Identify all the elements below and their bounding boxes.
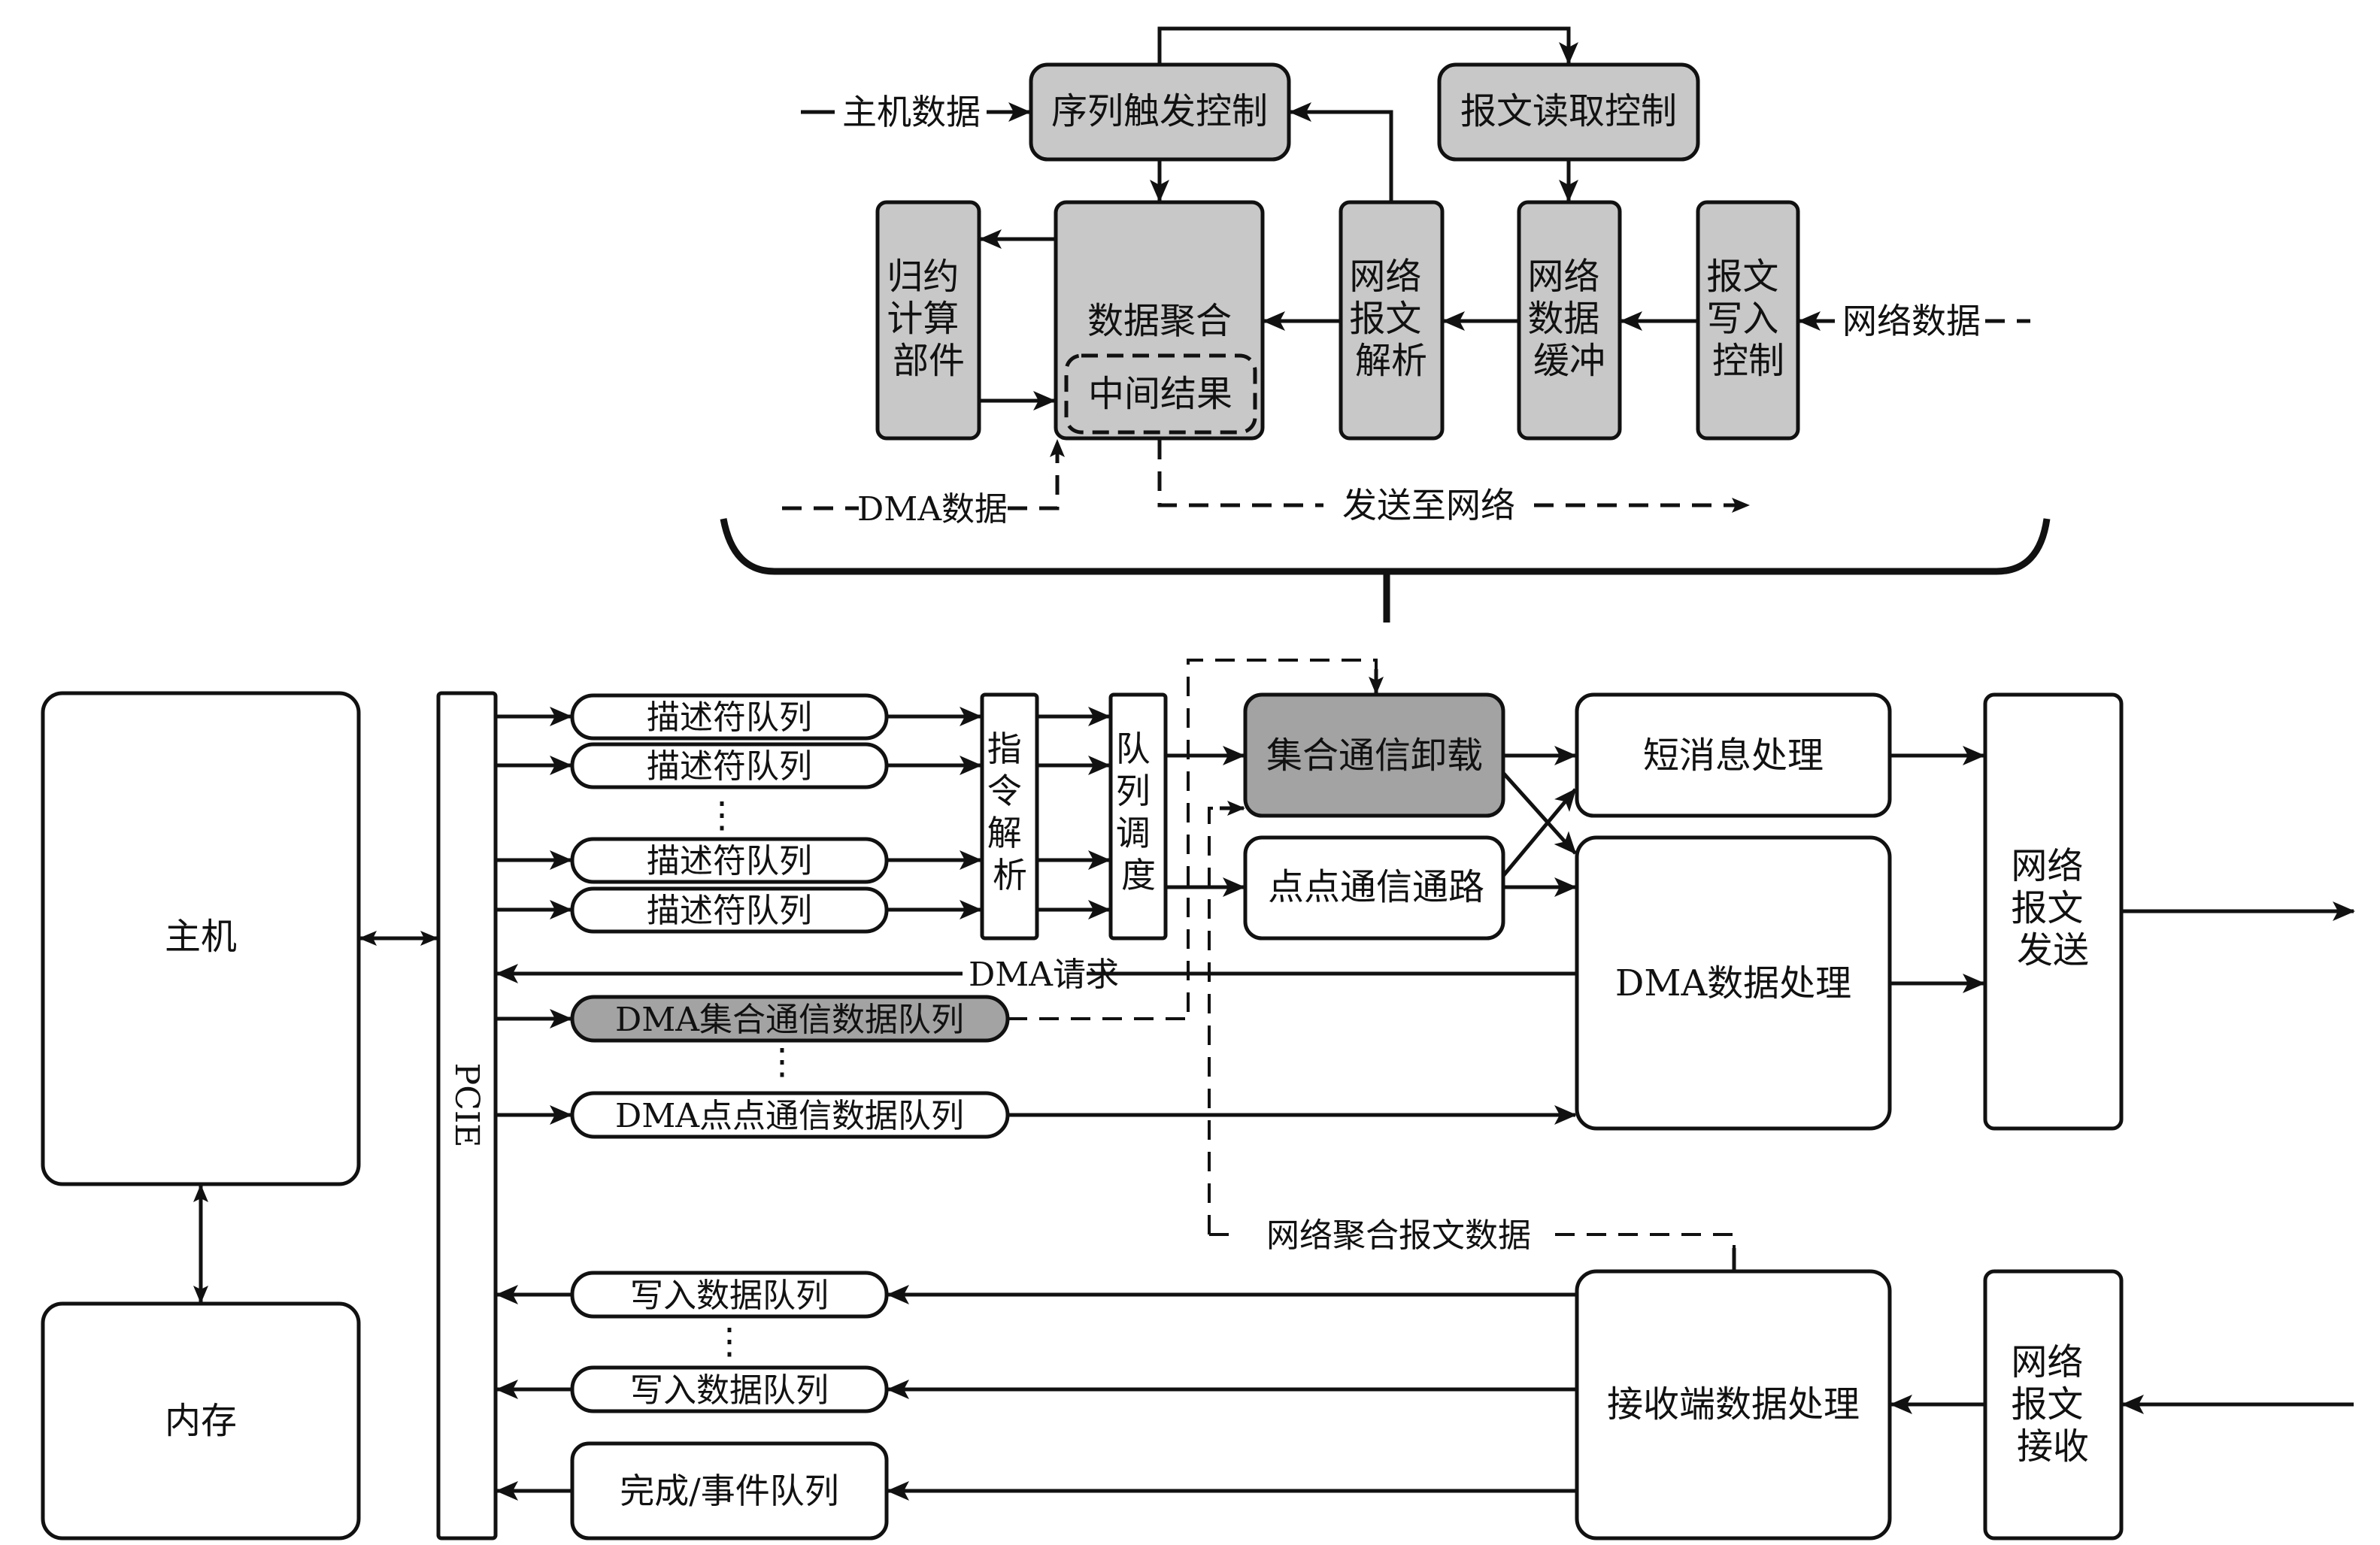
trigger-to-read-arrow — [1157, 26, 1578, 65]
reduce-unit-label: 归约 计算 部件 — [887, 256, 970, 382]
dma-data-label: DMA数据 — [857, 490, 1008, 529]
dma-data-arrow — [1008, 439, 1065, 510]
net-send-label: 网络 报文 发送 — [2011, 845, 2094, 971]
send-net-dash-left — [1157, 440, 1323, 507]
write-queue-ellipsis: ⋮ — [711, 1320, 747, 1362]
memory-label: 内存 — [165, 1400, 237, 1442]
seq-trigger-label: 序列触发控制 — [1051, 90, 1268, 132]
net-buffer-label: 网络 数据 缓冲 — [1527, 256, 1611, 382]
data-aggregate-label: 数据聚合 — [1087, 300, 1232, 342]
write-queue-2: 写入数据队列 — [496, 1365, 1577, 1413]
cmd-parse-box — [980, 692, 1039, 941]
descriptor-queue-2: 描述符队列 — [496, 742, 982, 789]
descriptor-queue-label: 描述符队列 — [647, 842, 812, 880]
write-queue-label: 写入数据队列 — [630, 1277, 829, 1315]
host-side: 主机 内存 PCIE — [41, 691, 498, 1540]
descriptor-queue-3: 描述符队列 — [496, 837, 982, 884]
completion-queue-label: 完成/事件队列 — [620, 1471, 839, 1511]
dma-request-label: DMA请求 — [969, 956, 1119, 994]
descriptor-queue-label: 描述符队列 — [647, 892, 812, 930]
msg-read-label: 报文读取控制 — [1460, 90, 1677, 132]
pcie-label: PCIE — [447, 1063, 486, 1148]
parse-to-trigger-arrow — [1289, 102, 1393, 202]
net-agg-label: 网络聚合报文数据 — [1266, 1216, 1531, 1255]
dma-collective-queue-label: DMA集合通信数据队列 — [615, 1001, 964, 1039]
host-label: 主机 — [165, 916, 237, 958]
write-queue-label: 写入数据队列 — [630, 1371, 829, 1410]
descriptor-queue-label: 描述符队列 — [647, 747, 812, 786]
descriptor-queue-1: 描述符队列 — [496, 693, 982, 741]
recv-proc-label: 接收端数据处理 — [1607, 1383, 1860, 1425]
host-data-label: 主机数据 — [842, 92, 981, 132]
send-to-net-label: 发送至网络 — [1342, 485, 1515, 526]
dma-proc-label: DMA数据处理 — [1615, 962, 1851, 1004]
top-module: 序列触发控制 报文读取控制 主机数据 归约 计算 部件 数据聚合 中间结果 — [782, 26, 2030, 529]
short-msg-label: 短消息处理 — [1643, 735, 1824, 777]
dma-queue-ellipsis: ⋮ — [764, 1041, 800, 1083]
agg-recv-dash — [1208, 807, 1218, 1234]
completion-queue: 完成/事件队列 — [496, 1441, 1577, 1540]
net-parse-label: 网络 报文 解析 — [1349, 256, 1433, 382]
net-agg-dash — [1555, 1233, 1736, 1248]
intermediate-result-label: 中间结果 — [1088, 373, 1232, 415]
p2p-path-label: 点点通信通路 — [1268, 866, 1484, 908]
descriptor-queue-4: 描述符队列 — [496, 886, 982, 934]
dma-p2p-queue-label: DMA点点通信数据队列 — [615, 1097, 964, 1135]
recv-path: 网络聚合报文数据 写入数据队列 ⋮ 写入数据队列 完成/事件队列 接收端数据处理 — [496, 1216, 2354, 1540]
write-queue-1: 写入数据队列 — [496, 1271, 1577, 1319]
collective-offload-label: 集合通信卸载 — [1266, 735, 1483, 777]
send-path: 描述符队列 描述符队列 ⋮ 描述符队列 描述符队列 指 令 解 析 — [496, 659, 2355, 1234]
queue-sched-box — [1108, 692, 1168, 941]
memory-box — [41, 1301, 361, 1540]
msg-write-label: 报文 写入 控制 — [1706, 256, 1790, 382]
p2p-to-short-arrow — [1502, 788, 1577, 877]
net-recv-label: 网络 报文 接收 — [2011, 1341, 2094, 1468]
expand-brace — [720, 518, 2051, 623]
cmd-parse-label: 指 令 解 析 — [987, 729, 1033, 895]
net-data-label: 网络数据 — [1842, 301, 1981, 341]
reduce-unit-box — [875, 200, 981, 441]
collective-data-dash — [1187, 659, 1378, 1012]
descriptor-queue-label: 描述符队列 — [647, 698, 812, 737]
descriptor-ellipsis: ⋮ — [704, 794, 740, 836]
queue-sched-label: 队 列 调 度 — [1116, 729, 1162, 895]
intermediate-result-box — [1064, 353, 1257, 435]
offload-to-dma-arrow — [1502, 771, 1577, 855]
